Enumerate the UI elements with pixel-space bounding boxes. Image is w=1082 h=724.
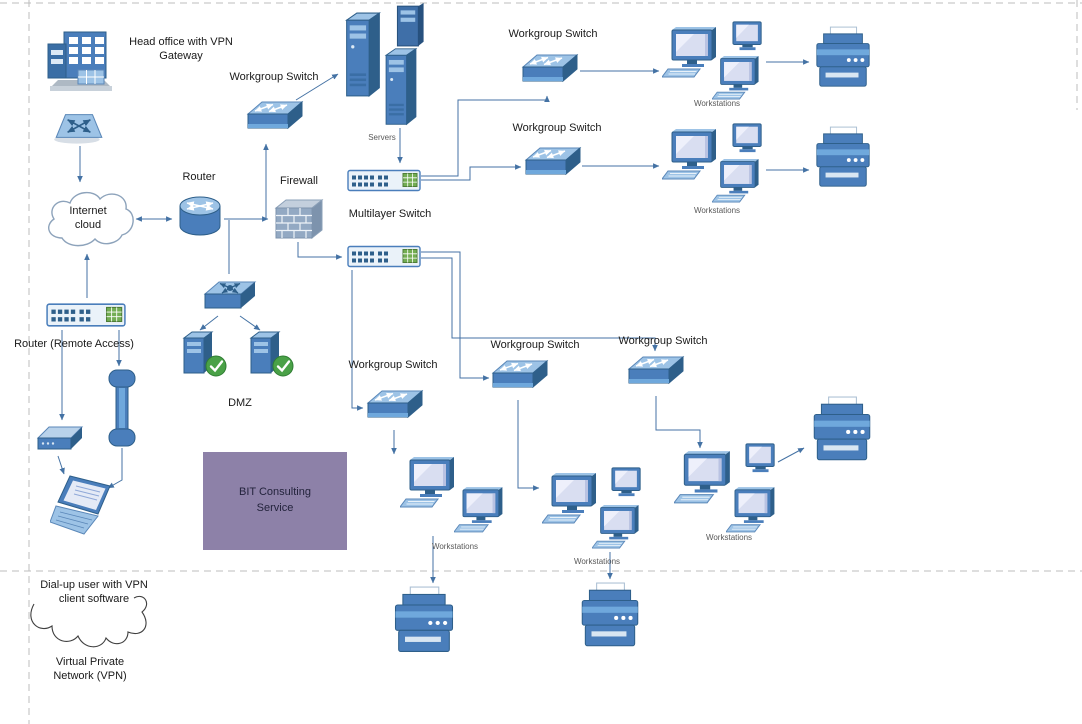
dialup-user-label: Dial-up user with VPN client software bbox=[40, 579, 148, 605]
printer-icon[interactable] bbox=[812, 126, 874, 196]
workstations-right-label: Workstations bbox=[705, 533, 753, 542]
connector bbox=[777, 447, 805, 463]
workstation-icon[interactable] bbox=[400, 456, 458, 508]
server-tower-icon[interactable] bbox=[342, 10, 384, 100]
connector bbox=[517, 400, 540, 491]
printer-icon[interactable] bbox=[576, 582, 644, 656]
connector bbox=[421, 164, 522, 181]
workstations-top-label: Workstations bbox=[693, 99, 741, 108]
modem-icon[interactable] bbox=[36, 422, 84, 456]
router-label: Router bbox=[182, 171, 216, 183]
connector bbox=[351, 270, 364, 411]
workstation-icon[interactable] bbox=[712, 55, 762, 100]
workgroup-switch-row2-label: Workgroup Switch bbox=[512, 122, 602, 134]
connector bbox=[421, 257, 658, 352]
workstations-row2-label: Workstations bbox=[693, 206, 741, 215]
connector bbox=[199, 315, 219, 331]
firewall-icon[interactable] bbox=[272, 196, 324, 242]
server-slim-icon[interactable] bbox=[395, 2, 425, 48]
bit-consulting-label: BIT Consulting Service bbox=[239, 486, 311, 514]
workgroup-switch-right-icon[interactable] bbox=[627, 353, 685, 397]
workstations-bottom-center-label: Workstations bbox=[431, 542, 479, 551]
internet-cloud-label: Internet cloud bbox=[69, 205, 107, 231]
workstation-icon[interactable] bbox=[592, 504, 642, 549]
server-tower-icon[interactable] bbox=[382, 46, 420, 128]
connector bbox=[295, 73, 339, 101]
printer-icon[interactable] bbox=[808, 396, 876, 470]
workgroup-switch-center-right-label: Workgroup Switch bbox=[490, 339, 580, 351]
workstation-icon[interactable] bbox=[712, 158, 762, 203]
connector bbox=[107, 448, 123, 489]
workgroup-switch-center-label: Workgroup Switch bbox=[348, 359, 438, 371]
head-office-label: Head office with VPN Gateway bbox=[129, 36, 233, 62]
multilayer-rack-switch-icon[interactable] bbox=[347, 243, 421, 270]
workstation-icon[interactable] bbox=[454, 486, 506, 533]
printer-icon[interactable] bbox=[812, 26, 874, 96]
connector bbox=[57, 455, 65, 475]
vpn-gateway-device-icon[interactable] bbox=[50, 106, 108, 146]
workstation-icon[interactable] bbox=[726, 486, 778, 533]
connector bbox=[239, 315, 261, 331]
multilayer-switch-label: Multilayer Switch bbox=[348, 208, 432, 220]
servers-label: Servers bbox=[368, 133, 396, 142]
laptop-icon[interactable] bbox=[50, 474, 118, 546]
connector bbox=[421, 251, 490, 381]
multilayer-rack-switch-icon[interactable] bbox=[347, 167, 421, 194]
vpn-label: Virtual Private Network (VPN) bbox=[53, 656, 127, 682]
printer-icon[interactable] bbox=[390, 586, 458, 662]
dmz-label: DMZ bbox=[228, 397, 252, 409]
workgroup-switch-top-left-icon[interactable] bbox=[246, 98, 304, 142]
workgroup-switch-top-left-label: Workgroup Switch bbox=[229, 71, 319, 83]
dmz-server-shield-icon[interactable] bbox=[178, 328, 230, 378]
monitor-small-icon[interactable] bbox=[610, 466, 644, 498]
firewall-label: Firewall bbox=[280, 175, 318, 187]
connector bbox=[655, 396, 703, 449]
vpn-tunnel-squiggle bbox=[30, 595, 148, 648]
router-remote-access-label: Router (Remote Access) bbox=[14, 338, 134, 350]
workstations-bottom-mid-label: Workstations bbox=[573, 557, 621, 566]
phone-handset-icon[interactable] bbox=[102, 368, 142, 448]
workgroup-switch-top-icon[interactable] bbox=[521, 51, 579, 95]
monitor-small-icon[interactable] bbox=[731, 20, 765, 52]
monitor-small-icon[interactable] bbox=[744, 442, 778, 474]
connectors bbox=[57, 59, 810, 584]
workgroup-switch-center-right-icon[interactable] bbox=[491, 357, 549, 401]
router-icon[interactable] bbox=[176, 192, 224, 240]
connector bbox=[421, 95, 550, 177]
building-icon[interactable] bbox=[38, 26, 118, 94]
hub-arrows-icon[interactable] bbox=[203, 276, 257, 318]
workgroup-switch-right-label: Workgroup Switch bbox=[618, 335, 708, 347]
workgroup-switch-top-label: Workgroup Switch bbox=[508, 28, 598, 40]
remote-access-router-icon[interactable] bbox=[46, 300, 126, 330]
bit-consulting-box[interactable]: BIT Consulting Service bbox=[203, 452, 347, 550]
dmz-server-shield-icon[interactable] bbox=[245, 328, 297, 378]
workstation-icon[interactable] bbox=[674, 450, 734, 504]
connector bbox=[297, 242, 343, 260]
workgroup-switch-center-icon[interactable] bbox=[366, 387, 424, 431]
workgroup-switch-row2-icon[interactable] bbox=[524, 144, 582, 188]
monitor-small-icon[interactable] bbox=[731, 122, 765, 154]
